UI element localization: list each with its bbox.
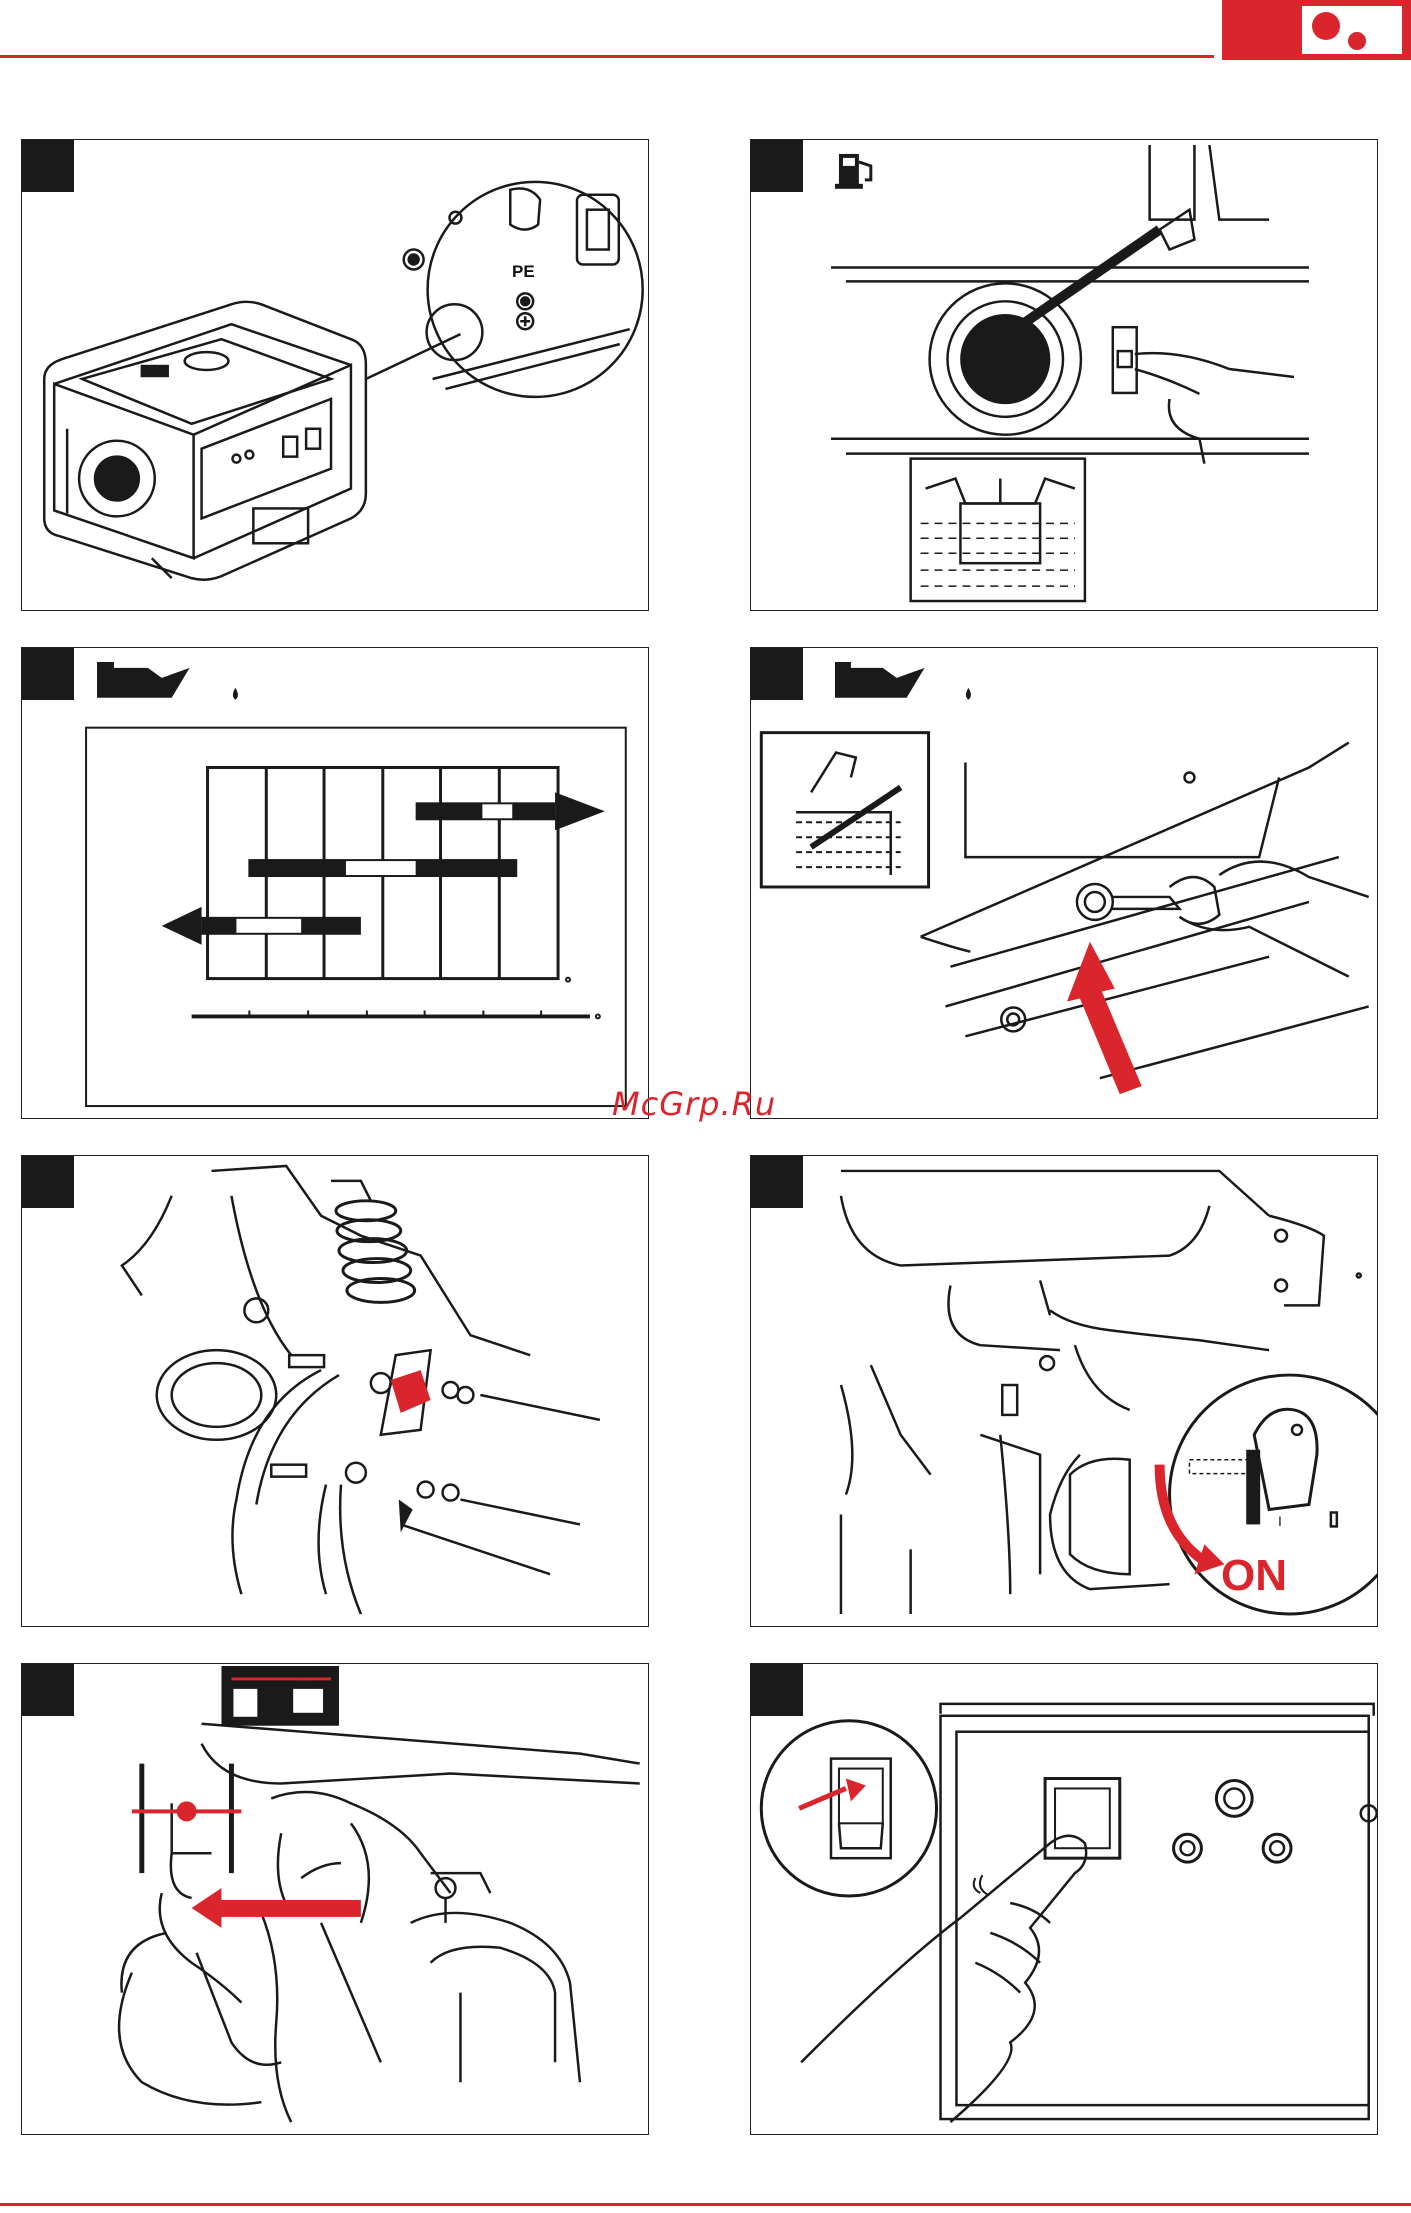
step-panel-choke <box>21 1663 649 2135</box>
oil-can-icon <box>835 662 971 700</box>
battery-connection-illustration <box>22 1156 648 1626</box>
switch-mark-label: I <box>1278 1513 1282 1529</box>
step-panel-oil-fill <box>750 647 1378 1119</box>
on-position-label: ON <box>1221 1551 1287 1601</box>
pe-terminal-label: PE <box>512 262 535 282</box>
choke-lever-icon <box>221 1666 339 1726</box>
fuel-pump-icon <box>835 154 871 189</box>
brand-logo <box>1222 0 1411 60</box>
step-panel-fuel-valve: ON I <box>750 1155 1378 1627</box>
step-panel-battery <box>21 1155 649 1627</box>
footer-rule <box>0 2203 1411 2206</box>
generator-ground-illustration <box>22 140 648 610</box>
oil-can-icon <box>97 662 238 700</box>
step-panel-oil-chart <box>21 647 649 1119</box>
choke-lever-illustration <box>22 1664 648 2134</box>
step-panel-start <box>750 1663 1378 2135</box>
header-rule <box>0 55 1214 58</box>
fuel-fill-illustration <box>751 140 1377 610</box>
start-switch-illustration <box>751 1664 1377 2134</box>
oil-viscosity-diagram <box>22 648 648 1118</box>
oil-fill-illustration <box>751 648 1377 1118</box>
watermark-text: McGrp.Ru <box>612 1085 776 1123</box>
step-panel-fuel <box>750 139 1378 611</box>
step-panel-ground: PE <box>21 139 649 611</box>
